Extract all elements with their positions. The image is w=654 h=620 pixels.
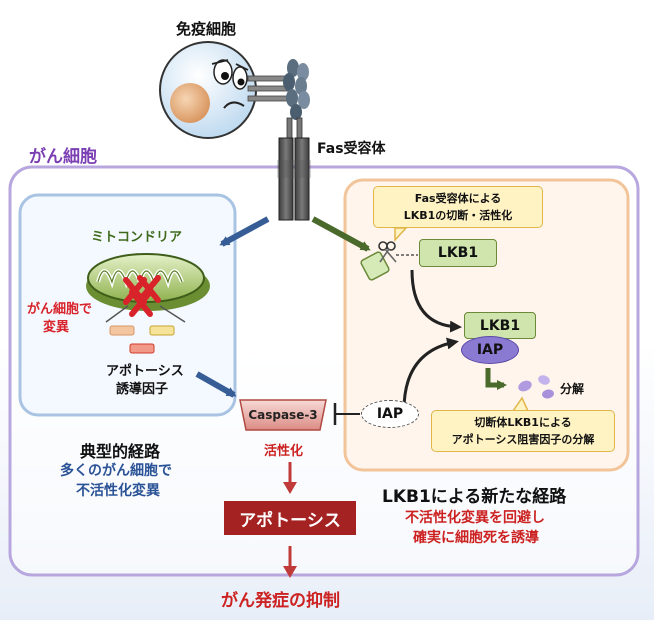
factor-red-icon <box>129 343 155 354</box>
arrow-to-apoptosis <box>283 462 297 494</box>
arrow-to-suppression <box>283 546 297 578</box>
suppression-label: がん発症の抑制 <box>221 591 340 611</box>
caspase-3-shape <box>239 399 327 431</box>
mutation-x-icon <box>123 275 161 317</box>
new-pathway-desc-2: 確実に細胞死を誘導 <box>413 530 539 546</box>
iap-bound-ellipse: IAP <box>461 336 519 364</box>
immune-cell-label: 免疫細胞 <box>176 20 237 38</box>
arrow-factor-to-caspase <box>195 371 237 398</box>
caspase-3-label: Caspase-3 <box>248 408 318 422</box>
callout-cleave-line-1: Fas受容体による <box>414 192 502 205</box>
new-pathway-desc-1: 不活性化変異を回避し <box>405 510 545 526</box>
typical-pathway-desc-2: 不活性化変異 <box>76 483 160 499</box>
release-lines <box>105 305 186 323</box>
caspase-activation-label: 活性化 <box>264 444 304 459</box>
callout-degrade-line-1: 切断体LKB1による <box>474 416 572 429</box>
arrow-receptor-to-lkb1 <box>311 216 371 252</box>
factor-yellow-icon <box>149 325 175 336</box>
fas-receptor-icon <box>277 117 311 221</box>
mutation-label-1: がん細胞で <box>27 302 93 317</box>
degrade-label: 分解 <box>560 382 585 396</box>
typical-pathway-desc-1: 多くのがん細胞で <box>60 463 172 479</box>
mitochondria-label: ミトコンドリア <box>91 230 183 245</box>
cancer-cell-label: がん細胞 <box>29 147 97 167</box>
apoptosis-box: アポトーシス <box>224 501 356 535</box>
arrow-lkb1-to-complex <box>410 269 462 333</box>
arrow-degradation <box>485 368 507 390</box>
mutation-label-2: 変異 <box>43 320 70 335</box>
mitochondria-icon <box>86 253 210 311</box>
new-pathway-title: LKB1による新たな経路 <box>382 487 567 507</box>
callout-cleave-line-2: LKB1の切断・活性化 <box>403 209 513 222</box>
immune-cell-icon <box>159 41 257 139</box>
scissors-icon <box>378 241 397 263</box>
callout-degrade-line-2: アポトーシス阻害因子の分解 <box>451 433 595 446</box>
inducer-label-2: 誘導因子 <box>116 382 169 397</box>
typical-pathway-title: 典型的経路 <box>80 442 161 461</box>
factor-peach-icon <box>109 325 135 336</box>
receptor-label: Fas受容体 <box>317 141 386 157</box>
lkb1-box: LKB1 <box>419 239 497 267</box>
callout-cleave: Fas受容体による LKB1の切断・活性化 <box>373 186 543 228</box>
arrow-receptor-to-mito <box>219 216 270 247</box>
fas-ligand-icon <box>247 59 310 120</box>
iap-free-ellipse: IAP <box>361 400 419 428</box>
lkb1-bound-box: LKB1 <box>464 312 536 339</box>
callout-cleave-tail <box>394 227 408 242</box>
callout-degrade: 切断体LKB1による アポトーシス阻害因子の分解 <box>431 410 615 452</box>
degraded-fragments-icon <box>518 375 554 399</box>
inducer-label-1: アポトーシス <box>106 364 184 379</box>
arrow-iap-to-complex <box>402 337 459 411</box>
